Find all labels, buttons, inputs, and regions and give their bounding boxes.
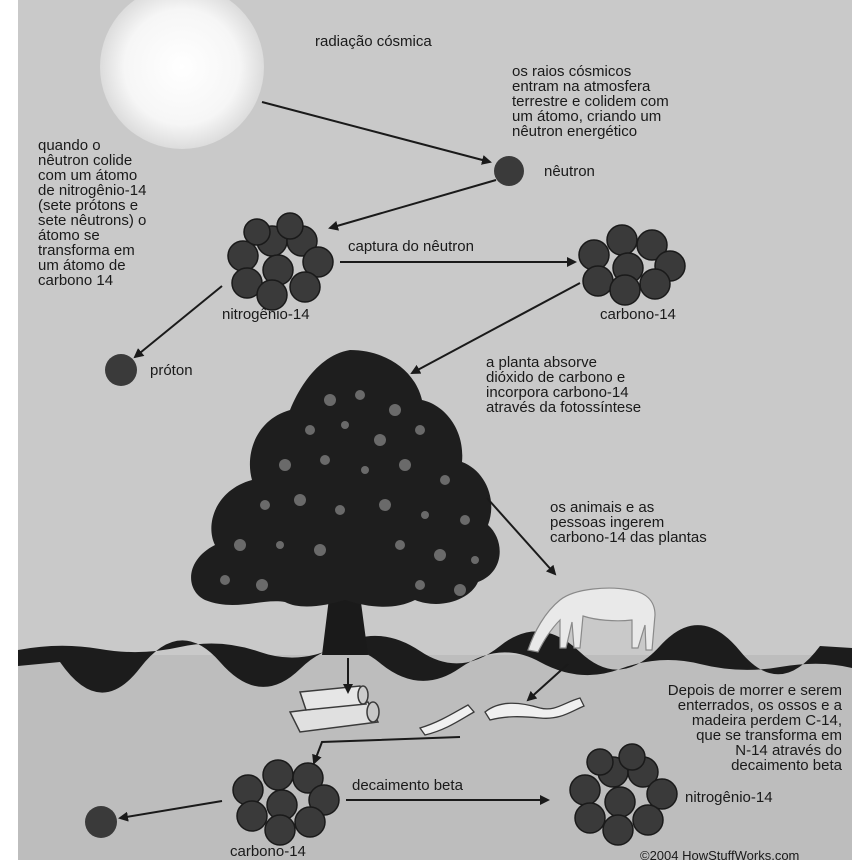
label-proton: próton	[150, 363, 193, 378]
label-nitrogen14-bottom: nitrogênio-14	[685, 790, 773, 805]
label-neutron-capture: captura do nêutron	[348, 239, 474, 254]
note-neutron-collision: quando o nêutron colide com um átomo de …	[38, 138, 146, 288]
note-plant-absorbs: a planta absorve dióxido de carbono e in…	[486, 355, 641, 415]
proton-particle	[105, 354, 137, 386]
note-after-death: Depois de morrer e serem enterrados, os …	[590, 683, 842, 773]
label-carbon14-top: carbono-14	[600, 307, 676, 322]
label-cosmic-radiation: radiação cósmica	[315, 34, 432, 49]
copyright-text: ©2004 HowStuffWorks.com	[640, 848, 799, 860]
label-neutron: nêutron	[544, 164, 595, 179]
neutron-particle	[494, 156, 524, 186]
label-carbon14-bottom: carbono-14	[230, 844, 306, 859]
label-beta-decay: decaimento beta	[352, 778, 463, 793]
note-cosmic-rays: os raios cósmicos entram na atmosfera te…	[512, 64, 669, 139]
note-animals-ingest: os animais e as pessoas ingerem carbono-…	[550, 500, 707, 545]
beta-particle	[85, 806, 117, 838]
label-nitrogen14-top: nitrogênio-14	[222, 307, 310, 322]
